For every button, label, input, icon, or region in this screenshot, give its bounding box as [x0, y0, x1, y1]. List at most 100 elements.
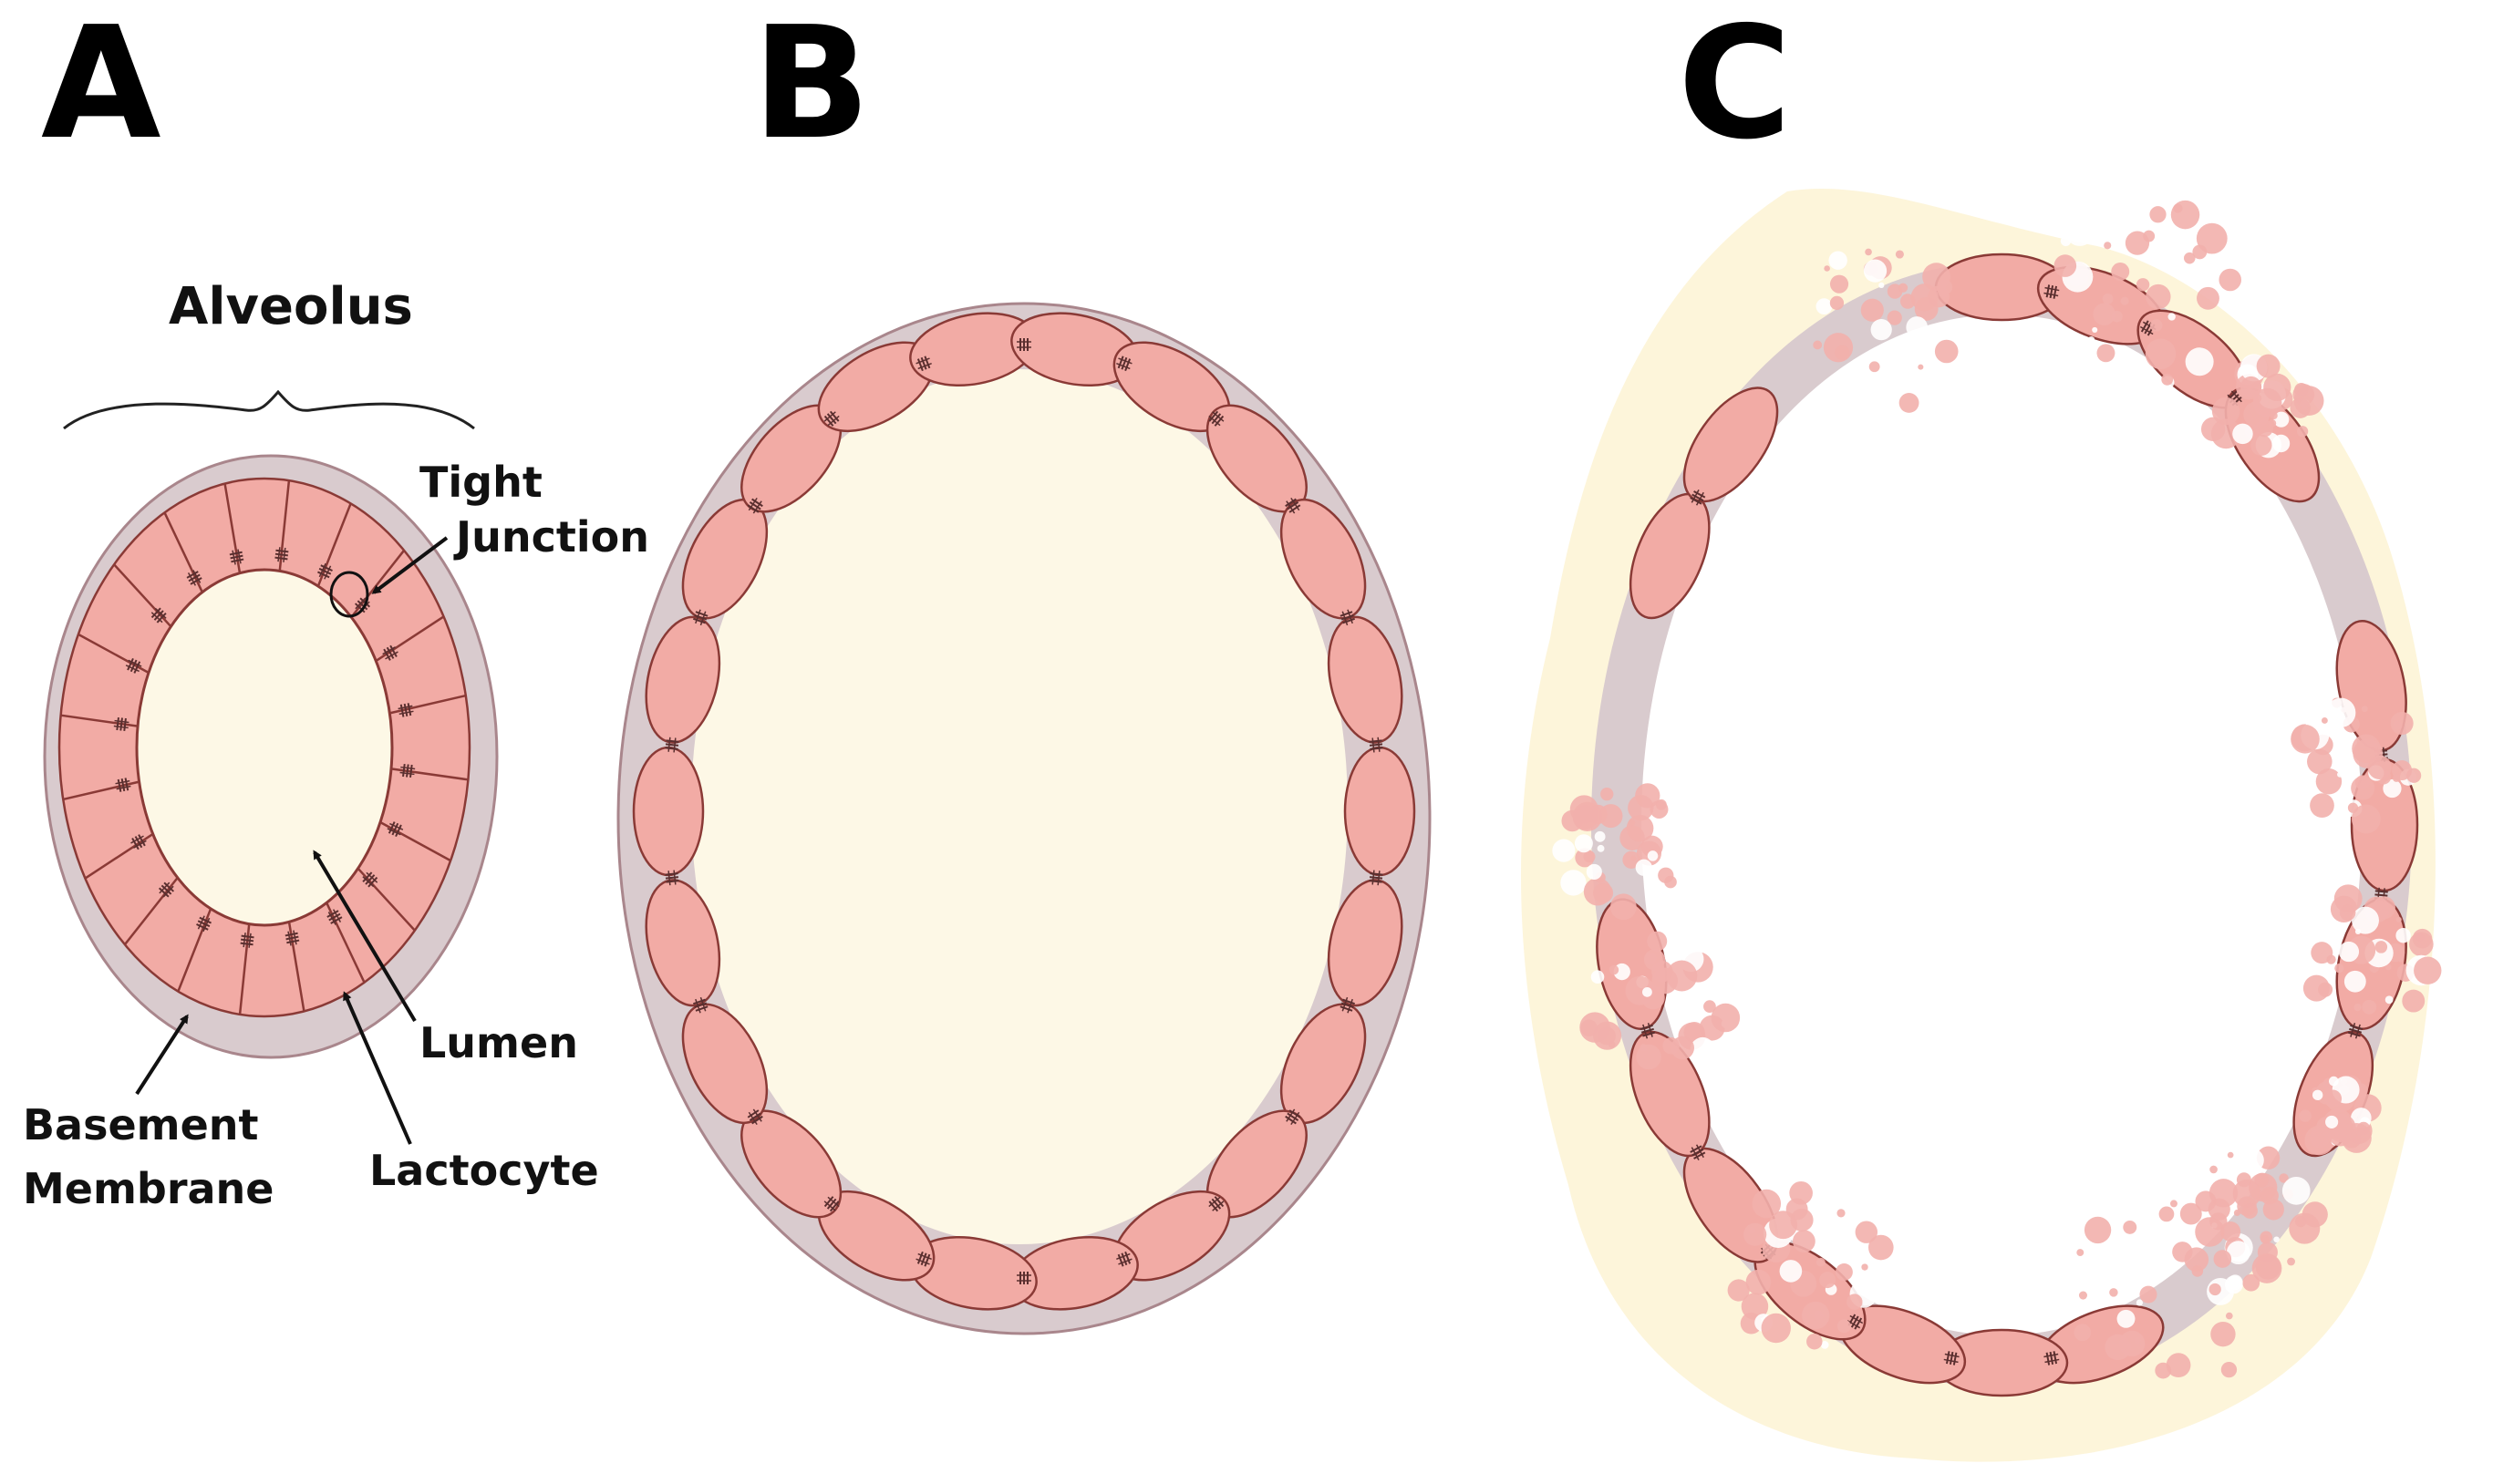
leak-particle	[2291, 725, 2320, 754]
panel-b-lactocyte	[1345, 747, 1414, 875]
leak-particle	[2297, 426, 2308, 437]
leak-particle	[1837, 1319, 1851, 1333]
leak-particle	[1816, 1258, 1826, 1267]
leak-particle	[1835, 345, 1849, 360]
leak-particle	[2121, 297, 2129, 305]
leak-particle	[1906, 316, 1928, 338]
leak-particle	[2352, 907, 2379, 934]
leak-particle	[2126, 231, 2149, 254]
leak-particle	[2340, 905, 2356, 922]
leak-particle	[2375, 941, 2388, 953]
leak-particle	[2161, 374, 2173, 386]
leak-particle	[2393, 720, 2402, 729]
panel-letter-a: A	[41, 0, 161, 174]
leak-particle	[1918, 365, 1923, 370]
leak-particle	[2111, 311, 2123, 323]
leak-particle	[2240, 376, 2261, 397]
alveolus-brace	[64, 392, 474, 428]
leak-particle	[2355, 775, 2370, 789]
leak-particle	[1878, 283, 1884, 288]
leak-particle	[2413, 929, 2433, 949]
leak-particle	[2260, 1231, 2272, 1243]
leak-particle	[1673, 1001, 1683, 1011]
leak-particle	[2053, 254, 2076, 277]
leak-particle	[2295, 1216, 2307, 1228]
leak-particle	[2396, 917, 2402, 922]
leak-particle	[2076, 1249, 2084, 1256]
leak-particle	[2084, 1217, 2111, 1243]
leak-particle	[2201, 417, 2225, 441]
leak-particle	[2353, 1004, 2361, 1011]
basement-membrane-arrow	[137, 1016, 187, 1094]
leak-particle	[2237, 1172, 2251, 1187]
leak-particle	[2271, 412, 2278, 419]
leak-particle	[2232, 424, 2252, 444]
leak-particle	[2221, 1362, 2237, 1377]
leak-particle	[2337, 772, 2343, 778]
leak-particle	[2117, 1310, 2136, 1328]
leak-particle	[2303, 975, 2330, 1002]
leak-particle	[2250, 435, 2271, 456]
leak-particle	[2348, 803, 2358, 813]
leak-particle	[2096, 344, 2115, 362]
leak-particle	[2263, 1199, 2284, 1220]
leak-particle	[1762, 1314, 1791, 1343]
leak-particle	[2342, 1123, 2372, 1153]
leak-particle	[2192, 1265, 2204, 1277]
leak-particle	[1648, 850, 1658, 861]
leak-particle	[2325, 1116, 2338, 1128]
leak-particle	[2324, 1090, 2342, 1108]
leak-particle	[1861, 299, 1884, 322]
leak-particle	[1898, 283, 1908, 293]
leak-particle	[1813, 341, 1822, 350]
leak-particle	[2402, 990, 2425, 1013]
leak-particle	[1580, 1020, 1598, 1037]
leak-particle	[2257, 355, 2281, 378]
leak-particle	[2150, 319, 2163, 332]
leak-particle	[1802, 1302, 1829, 1329]
leak-particle	[2149, 206, 2166, 222]
leak-particle	[2368, 756, 2392, 779]
leak-particle	[2095, 1264, 2101, 1270]
leak-particle	[1861, 1263, 1867, 1270]
leak-particle	[1728, 1279, 1750, 1301]
leak-particle	[2186, 347, 2214, 376]
leak-particle	[1830, 296, 1844, 310]
leak-particle	[1560, 870, 1586, 895]
leak-particle	[1922, 263, 1950, 291]
leak-particle	[2242, 1203, 2258, 1219]
leak-particle	[1836, 1209, 1845, 1217]
leak-particle	[1806, 1334, 1822, 1349]
leak-particle	[2254, 1173, 2269, 1188]
leak-particle	[2170, 1200, 2177, 1207]
panel-a: Alveolus Tight Junction Lumen Basement M…	[23, 277, 649, 1213]
panel-letter-c: C	[1678, 0, 1792, 174]
leak-particle	[2088, 336, 2095, 344]
leak-particle	[1587, 864, 1602, 880]
alveolus-title: Alveolus	[169, 277, 413, 336]
leak-particle	[2312, 1090, 2322, 1100]
leak-particle	[2311, 942, 2333, 964]
leak-particle	[1824, 265, 1830, 272]
leak-particle	[2209, 1212, 2227, 1230]
leak-particle	[2362, 1000, 2376, 1015]
leak-particle	[2326, 698, 2355, 727]
leak-particle	[2228, 1274, 2243, 1290]
leak-particle	[1846, 1293, 1862, 1309]
leak-particle	[1666, 961, 1697, 992]
leak-particle	[2180, 1203, 2202, 1225]
leak-particle	[1836, 1263, 1853, 1281]
leak-particle	[2197, 287, 2219, 310]
leak-particle	[2173, 203, 2182, 212]
leak-particle	[1671, 1036, 1694, 1060]
leak-particle	[1869, 361, 1880, 372]
leak-particle	[1570, 795, 1598, 823]
panel-b	[618, 304, 1430, 1334]
leak-particle	[1609, 965, 1619, 974]
basement-membrane-label-line2: Membrane	[23, 1164, 274, 1213]
leak-particle	[2172, 1242, 2192, 1262]
leak-particle	[2316, 768, 2342, 794]
leak-particle	[2299, 1109, 2311, 1121]
panel-letter-b: B	[752, 0, 871, 174]
leak-particle	[2192, 244, 2207, 259]
